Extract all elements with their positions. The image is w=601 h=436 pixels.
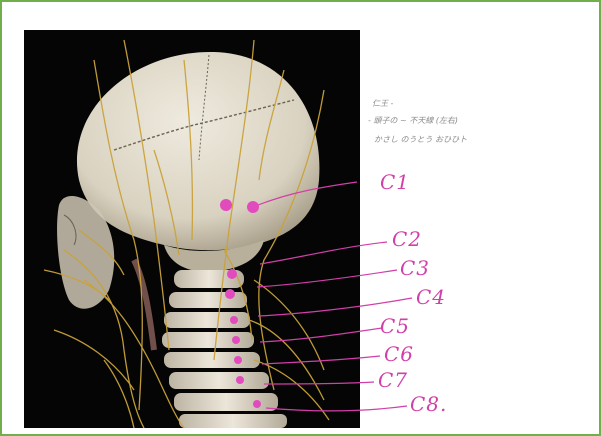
handwritten-note-line-2: - 頭子の ~ 不天線 (左右) (368, 115, 458, 126)
marker-dots (220, 199, 261, 408)
handwritten-note-line-1: 仁王 - (372, 98, 393, 109)
label-c8: C8. (410, 392, 447, 416)
label-c5: C5 (380, 314, 410, 338)
handwritten-note-line-3: かさし のうとう おひひト (374, 134, 467, 145)
label-c6: C6 (384, 342, 414, 366)
label-c2: C2 (392, 227, 422, 251)
label-c3: C3 (400, 256, 430, 280)
label-c4: C4 (416, 285, 446, 309)
label-c7: C7 (378, 368, 408, 392)
label-c1: C1 (380, 170, 410, 194)
